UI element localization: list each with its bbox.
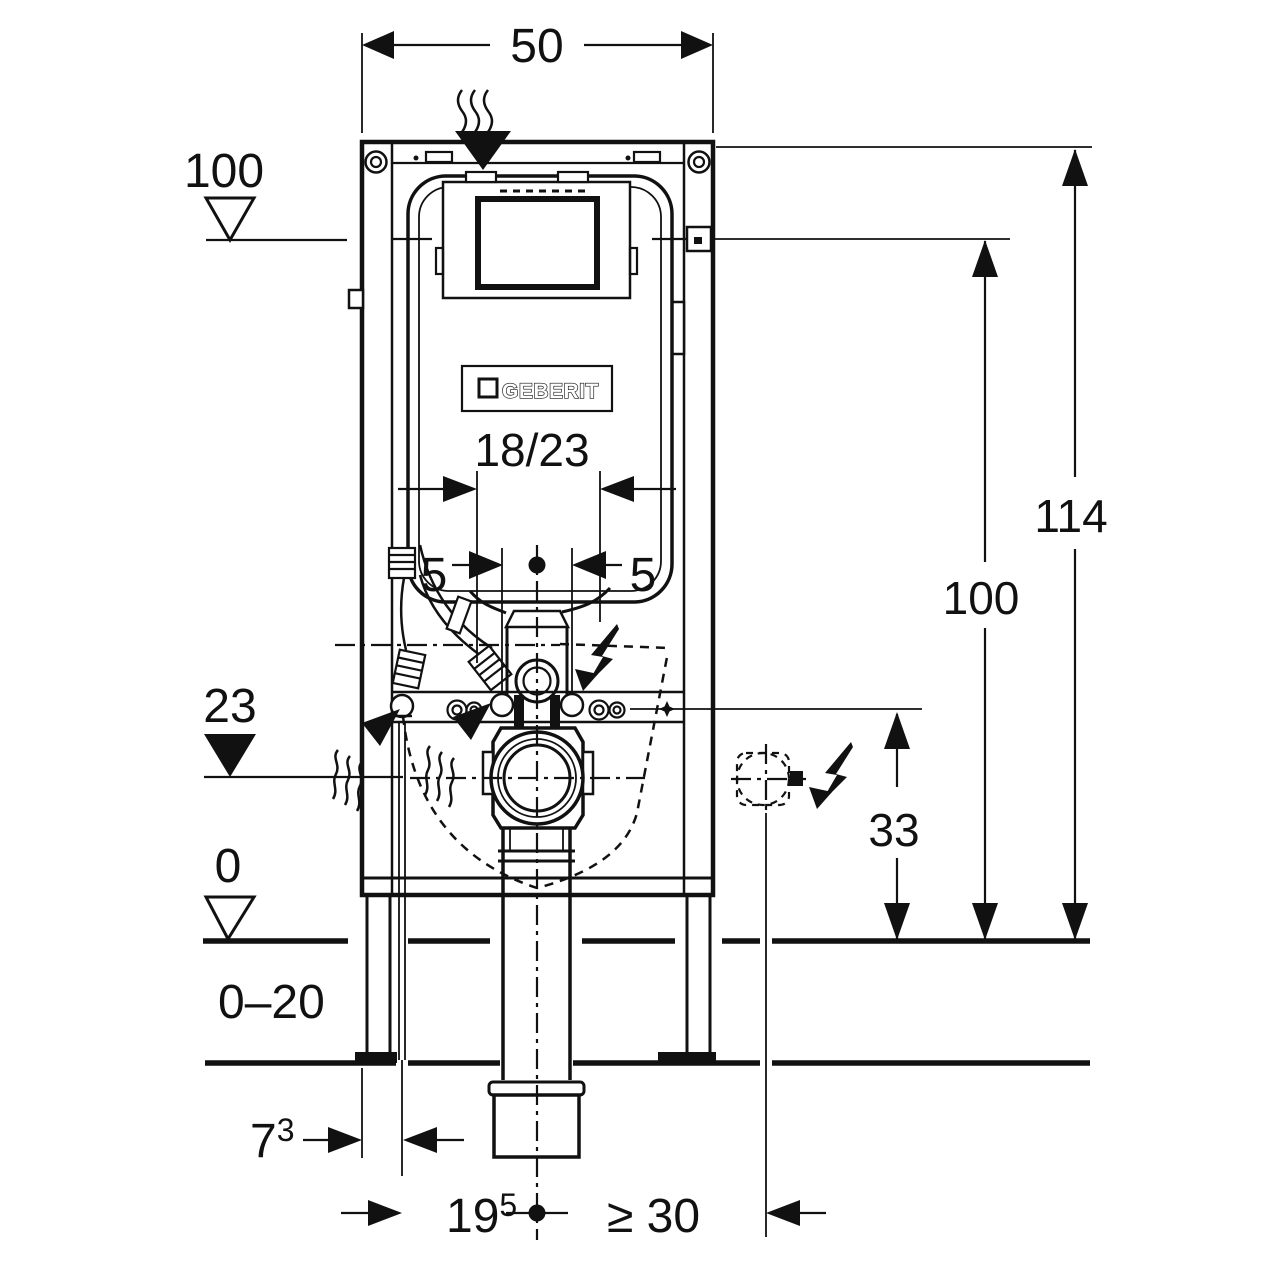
dim-value: 195 [446,1187,517,1243]
arrowhead-left-icon [403,1127,437,1153]
arrowhead-right-icon [443,476,477,502]
frame-leg-right [658,895,716,1063]
dim-center-offsets: 5 5 [421,548,657,695]
geberit-logo-plate: GEBERIT [460,364,614,413]
water-supply-assembly [387,544,513,692]
fixing-star-icon [659,701,675,717]
electrical-box-icon [731,744,806,1237]
arrowhead-right-icon [681,31,713,59]
arrowhead-up-icon [1062,149,1088,186]
dim-total-height: 114 [716,146,1108,940]
arrowhead-right-icon [328,1127,362,1153]
arrowhead-left-icon [362,31,394,59]
dim-value: 5 [630,549,657,602]
dim-frame-width: 50 [361,20,714,133]
arrowhead-right-icon [368,1200,402,1226]
washer-icon [588,699,626,721]
centerlines [335,545,645,1240]
level-value: 100 [184,145,264,198]
arrowhead-down-icon [884,903,910,940]
dim-value: 100 [943,572,1020,624]
level-outlet: 23 [203,680,403,779]
dim-value: 114 [1034,490,1107,542]
level-triangle-open-icon [203,196,257,244]
arrowhead-down-icon [972,903,998,940]
lightning-icon [575,624,619,691]
floor-range-value: 0–20 [218,976,325,1029]
arrowhead-down-icon [1062,903,1088,940]
level-triangle-open-icon [203,895,257,943]
dim-left-offset: 73 [250,1068,464,1168]
geberit-square-icon [477,377,499,399]
dim-value: 33 [868,804,919,856]
arrowhead-left-icon [600,476,634,502]
corrugated-hose-icon [387,546,417,580]
arrowhead-up-icon [972,240,998,277]
dim-flush-pipe: 18/23 [398,424,676,663]
level-actuator: 100 [184,145,1010,253]
dim-value: ≥ 30 [607,1190,700,1243]
dim-actuator-height: 100 [943,240,1020,940]
corrugated-hose-icon [391,648,427,690]
screw-hole-icon [364,150,388,174]
wc-pan-outline-dashed [401,642,671,890]
fixing-bolt-icon [559,692,585,718]
arrowhead-left-icon [766,1200,800,1226]
frame-leg-left [355,895,397,1063]
water-wave-icon [455,89,511,170]
centerline-dot-icon [528,556,546,574]
geberit-logo-text: GEBERIT [502,380,599,403]
level-triangle-filled-icon [204,734,256,777]
centerline-dot-icon [528,1204,546,1222]
dim-value: 73 [250,1112,295,1168]
dim-supply-offset: 195 [341,1187,568,1243]
arrowhead-left-icon [572,551,606,579]
arrowhead-up-icon [884,712,910,749]
level-floor: 0 [203,840,257,943]
dim-value: 5 [421,549,448,602]
lightning-icon [809,742,853,809]
dim-bracket-height: 33 [868,712,920,940]
fixing-bolt-icon [489,692,515,718]
level-value: 0 [215,840,242,893]
screw-hole-icon [687,150,711,174]
arrowhead-right-icon [469,551,503,579]
dim-min-clearance: ≥ 30 [607,1190,826,1243]
water-wave-icon [423,703,491,808]
level-value: 23 [203,680,256,733]
corrugated-hose-icon [467,644,513,692]
dim-value: 18/23 [474,424,589,476]
mounting-plate [389,690,922,1176]
dim-value: 50 [510,20,563,73]
water-wave-icon [331,709,400,812]
access-window [434,170,639,300]
